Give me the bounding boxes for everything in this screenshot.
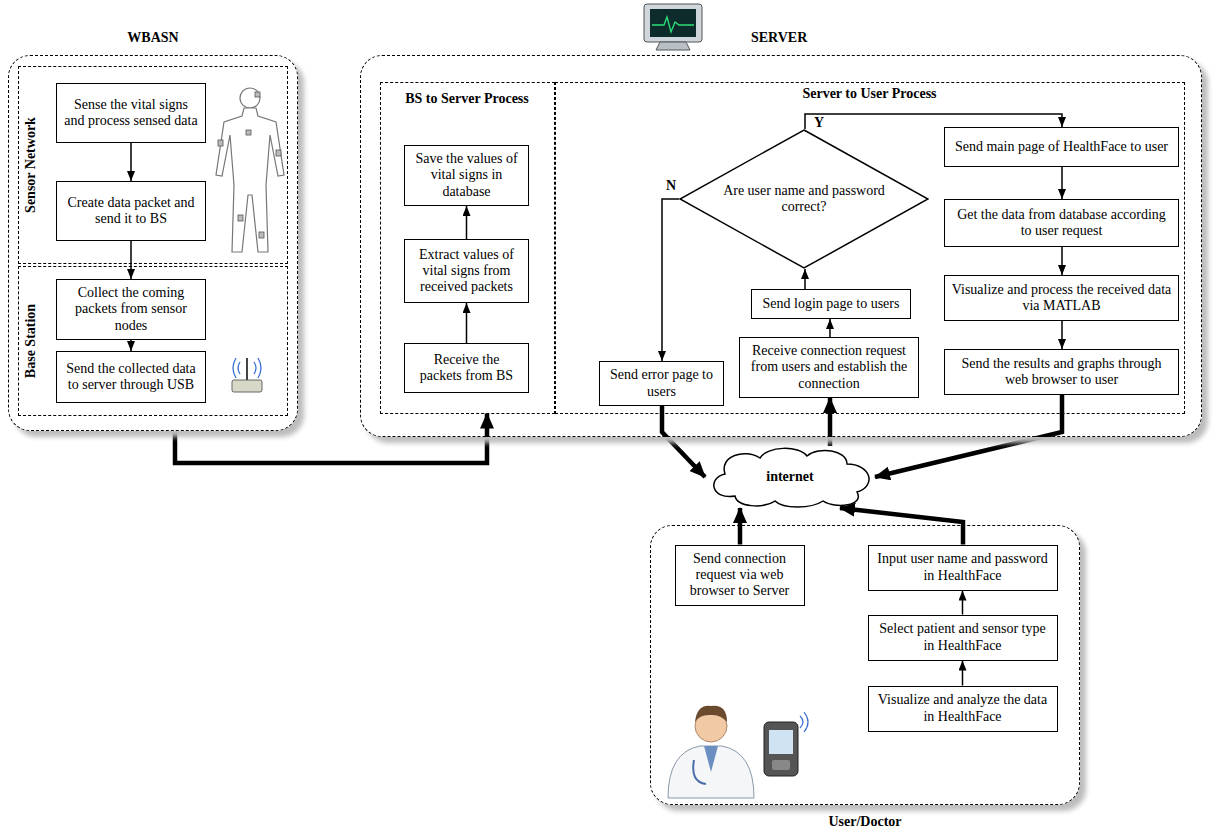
box-text: Send the collected data to server throug… [63,361,199,393]
doctor-figure [668,706,754,798]
process-box: Receive connection request from users an… [739,337,919,398]
group-heading: Base Station [23,303,39,377]
decision-diamond: Are user name and password correct? [679,129,929,269]
cloud-shape [714,448,869,507]
system-group: User/DoctorSend connection request via w… [650,525,1080,805]
process-arrow [466,303,468,343]
process-box: Send connection request via web browser … [675,545,805,606]
process-arrow [829,319,831,337]
group-heading: BS to Server Process [405,91,529,107]
process-box: Receive the packets from BS [404,343,529,393]
box-text: Sense the vital signs and process sensed… [63,97,199,129]
box-text: Extract values of vital signs from recei… [411,247,522,295]
box-text: Send main page of HealthFace to user [955,139,1168,155]
process-box: Visualize and process the received data … [944,275,1179,321]
group-heading: User/Doctor [828,814,901,830]
box-text: Receive the packets from BS [411,352,522,384]
diamond-shape [680,130,928,268]
process-box: Send the collected data to server throug… [56,351,206,403]
process-arrow [130,241,132,279]
cloud-label: internet [766,469,813,485]
box-text: Collect the coming packets from sensor n… [63,285,199,333]
branch-label: Y [812,115,826,130]
data-flow-arrow [840,508,963,545]
data-flow-arrow [738,508,743,545]
process-box: Input user name and password in HealthFa… [868,545,1058,591]
process-arrow [962,591,964,615]
process-arrow [804,269,806,289]
process-box: Create data packet and send it to BS [56,181,206,241]
process-box: Collect the coming packets from sensor n… [56,279,206,340]
process-group: BS to Server ProcessSave the values of v… [380,82,555,414]
system-group: WBASNSensor NetworkSense the vital signs… [8,55,298,431]
data-flow-arrow [828,398,833,446]
process-arrow [466,206,468,239]
group-heading: WBASN [127,30,178,46]
box-text: Visualize and analyze the data in Health… [875,692,1051,724]
process-box: Send the results and graphs through web … [944,349,1179,395]
process-arrow [662,199,679,361]
process-arrow [1061,321,1063,349]
process-box: Sense the vital signs and process sensed… [56,83,206,143]
group-heading: Sensor Network [23,117,39,213]
process-box: Send login page to users [751,289,911,319]
body-sensors [218,92,281,238]
process-box: Select patient and sensor type in Health… [868,615,1058,661]
process-arrow [1061,247,1063,275]
box-text: Visualize and process the received data … [951,282,1172,314]
box-text: Receive connection request from users an… [746,343,912,391]
internet-cloud: internet [705,446,875,508]
human-figure [216,88,284,252]
box-text: Save the values of vital signs in databa… [411,151,522,199]
process-box: Extract values of vital signs from recei… [404,239,529,303]
process-arrow [962,661,964,686]
data-flow-arrow [175,414,487,464]
subsystem-band: Base Station Collect the coming packets f… [18,266,288,416]
process-group: Server to User ProcessAre user name and … [555,82,1185,414]
process-arrow [130,143,132,181]
box-text: Send connection request via web browser … [682,551,798,599]
server-monitor-icon [644,4,702,50]
base-station-icon [232,358,262,392]
process-box: Send error page to users [599,361,724,406]
process-box: Get the data from database according to … [944,199,1179,247]
box-text: Get the data from database according to … [951,207,1172,239]
process-arrow [1061,167,1063,199]
group-heading: Server to User Process [802,86,936,102]
data-flow-arrow [662,406,705,477]
subsystem-band: Sensor Network Sense the vital signs and … [18,66,288,264]
box-text: Send error page to users [606,367,717,399]
process-box: Send main page of HealthFace to user [944,127,1179,167]
decision-text: Are user name and password correct? [719,183,889,215]
handheld-device [764,712,808,776]
group-heading: SERVER [751,30,807,46]
box-text: Send the results and graphs through web … [951,356,1172,388]
branch-label: N [664,178,678,193]
box-text: Select patient and sensor type in Health… [875,621,1051,653]
process-box: Visualize and analyze the data in Health… [868,686,1058,732]
system-group: SERVERBS to Server ProcessSave the value… [360,55,1202,437]
box-text: Input user name and password in HealthFa… [875,551,1051,583]
box-text: Create data packet and send it to BS [63,195,199,227]
data-flow-arrow [875,395,1062,477]
process-box: Save the values of vital signs in databa… [404,145,529,206]
box-text: Send login page to users [763,296,900,312]
process-arrow [130,340,132,351]
